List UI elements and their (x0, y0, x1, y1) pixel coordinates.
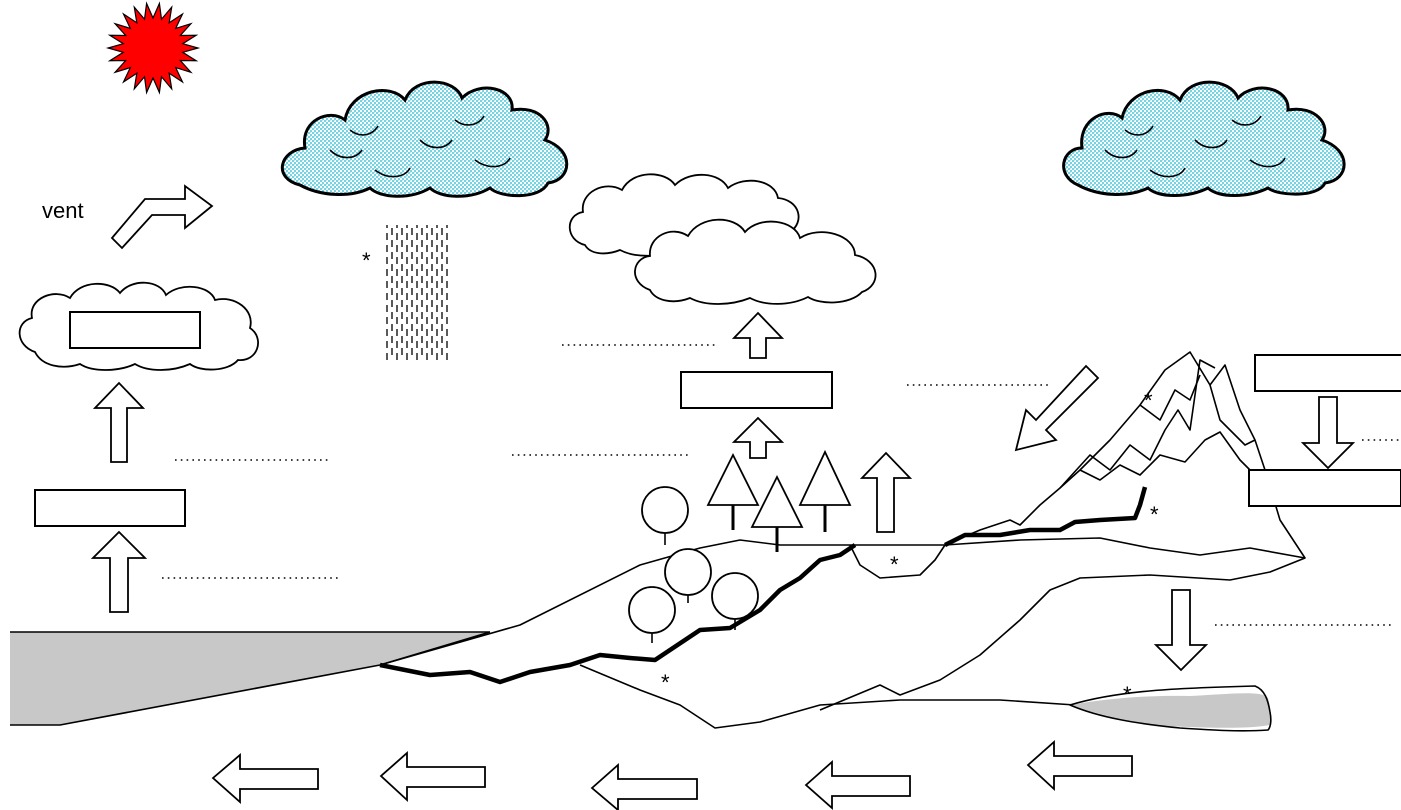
rain-icon (386, 225, 450, 360)
landscape (379, 351, 1306, 732)
arrow-icon (90, 311, 913, 613)
arrow-icon (211, 740, 1133, 810)
wind-label: vent (42, 198, 84, 223)
sun-icon (105, 1, 201, 95)
arrow-icon (1014, 364, 1100, 452)
answer-box-right-top[interactable] (1254, 354, 1401, 392)
marker: * (362, 248, 371, 273)
arrow-icon (1153, 396, 1356, 672)
sea (10, 631, 491, 726)
marker: * (661, 670, 670, 695)
rain-cloud-icon (280, 80, 569, 198)
answer-box-center[interactable] (680, 371, 833, 409)
cloud-icon (1062, 80, 1346, 197)
wind-arrow-icon (110, 184, 214, 250)
answer-box-right-bottom[interactable] (1248, 469, 1401, 507)
answer-box-left[interactable] (34, 489, 186, 527)
marker: * (1150, 502, 1159, 527)
marker: * (890, 552, 899, 577)
marker: * (1123, 682, 1132, 707)
answer-box-cloud[interactable] (69, 311, 201, 349)
marker: * (1144, 388, 1153, 413)
tree-icon (628, 449, 852, 643)
cloud-icon (568, 173, 877, 305)
